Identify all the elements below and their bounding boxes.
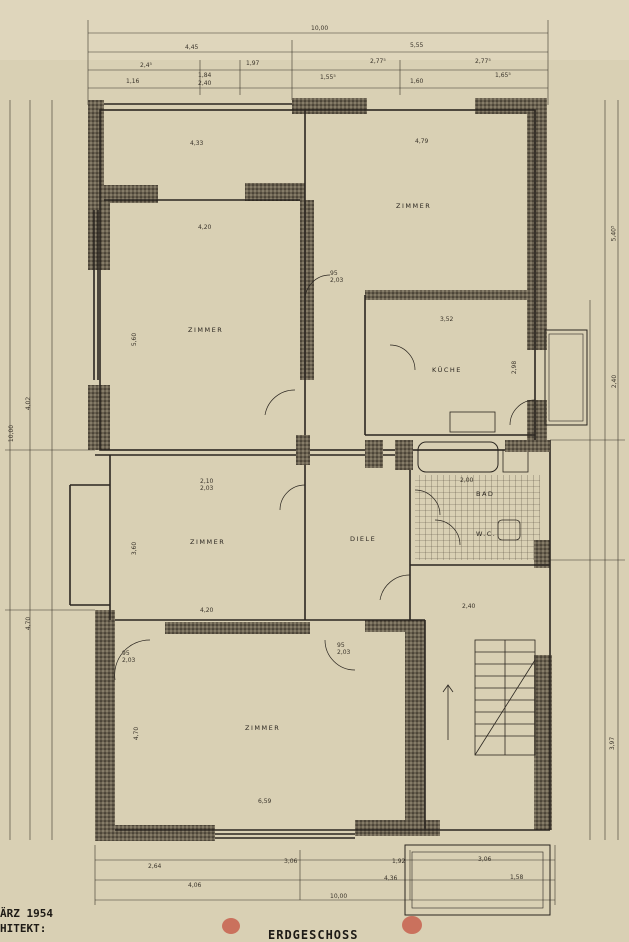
dim-bottom-b: 3,06 xyxy=(284,858,298,865)
terrace xyxy=(404,844,551,916)
room-label-bad: BAD xyxy=(476,490,495,498)
dim-top-a: 4,45 xyxy=(185,44,199,51)
dim-kueche-height: 2,98 xyxy=(511,360,519,375)
dimension-lines xyxy=(5,20,625,905)
dim-top-c: 2,4⁵ xyxy=(140,62,152,69)
staircase xyxy=(442,639,536,756)
bath-tiles xyxy=(415,475,540,560)
dim-top-b: 5,55 xyxy=(410,42,424,49)
interior-walls xyxy=(69,103,551,839)
room-label-kueche: KÜCHE xyxy=(432,366,462,374)
dim-bottom-a: 2,64 xyxy=(148,863,162,870)
dim-room-ne-width: 4,79 xyxy=(415,138,429,145)
room-label-wc: W.C. xyxy=(476,530,497,538)
red-stamp-mark xyxy=(222,918,240,934)
dim-bottom-f: 4,36 xyxy=(384,875,398,882)
dim-left-a: 4,02 xyxy=(25,396,33,411)
dim-left-b: 10,00 xyxy=(8,424,16,443)
dim-top-k: 1,60 xyxy=(410,78,424,85)
dim-kueche-width: 3,52 xyxy=(440,316,454,323)
dim-door-c: 95 2,03 xyxy=(122,650,136,664)
dim-bottom-total: 10,00 xyxy=(330,893,348,900)
footer-floor-label: ERDGESCHOSS xyxy=(268,928,359,942)
red-stamp-mark xyxy=(402,916,422,934)
dim-top-e: 2,77⁵ xyxy=(370,58,386,65)
dim-top-g: 1,16 xyxy=(126,78,140,85)
dim-room-nw-width: 4,33 xyxy=(190,140,204,147)
room-label-zimmer-ne: ZIMMER xyxy=(396,202,432,210)
room-label-zimmer-w: ZIMMER xyxy=(188,326,224,334)
dim-room-w-height: 5,60 xyxy=(131,332,139,347)
dim-top-i: 2,40 xyxy=(198,80,212,87)
room-label-diele: DIELE xyxy=(350,535,377,543)
dim-right-c: 2,40 xyxy=(611,374,619,389)
room-label-zimmer-s: ZIMMER xyxy=(245,724,281,732)
balcony xyxy=(544,329,588,426)
dim-zimmer-sw-height: 3,60 xyxy=(131,541,139,556)
dim-zimmer-s-height: 4,70 xyxy=(133,726,141,741)
dim-top-l: 1,65⁵ xyxy=(495,72,511,79)
dim-door-b: 2,10 2,03 xyxy=(200,478,214,492)
dim-top-d: 1,97 xyxy=(246,60,260,67)
dim-top-h: 1,84 xyxy=(198,72,212,79)
dim-stair: 2,40 xyxy=(462,603,476,610)
dim-right-a: 5,40⁵ xyxy=(610,225,618,242)
dim-door-d: 95 2,03 xyxy=(337,642,351,656)
door-swings xyxy=(114,274,536,681)
bathtub xyxy=(417,441,499,473)
dim-zimmer-s-width: 6,59 xyxy=(258,798,272,805)
dim-zimmer-sw-width: 4,20 xyxy=(200,607,214,614)
dim-bottom-g: 1,58 xyxy=(510,874,524,881)
dim-left-c: 4,70 xyxy=(25,616,33,631)
footer-architect: HITEKT: xyxy=(0,922,47,935)
dim-top-f: 2,77⁵ xyxy=(475,58,491,65)
dim-top-j: 1,55⁵ xyxy=(320,74,336,81)
dim-right-b: 3,97 xyxy=(609,736,617,751)
dim-door-a: 95 2,03 xyxy=(330,270,344,284)
footer-date: ÄRZ 1954 xyxy=(0,907,53,920)
dim-bottom-e: 4,06 xyxy=(188,882,202,889)
dim-bottom-c: 1,92 xyxy=(392,858,406,865)
room-label-zimmer-sw: ZIMMER xyxy=(190,538,226,546)
dim-bottom-d: 3,06 xyxy=(478,856,492,863)
dim-room-w-width: 4,20 xyxy=(198,224,212,231)
dim-top-total: 10,00 xyxy=(311,25,329,32)
dim-bad-width: 2,00 xyxy=(460,477,474,484)
